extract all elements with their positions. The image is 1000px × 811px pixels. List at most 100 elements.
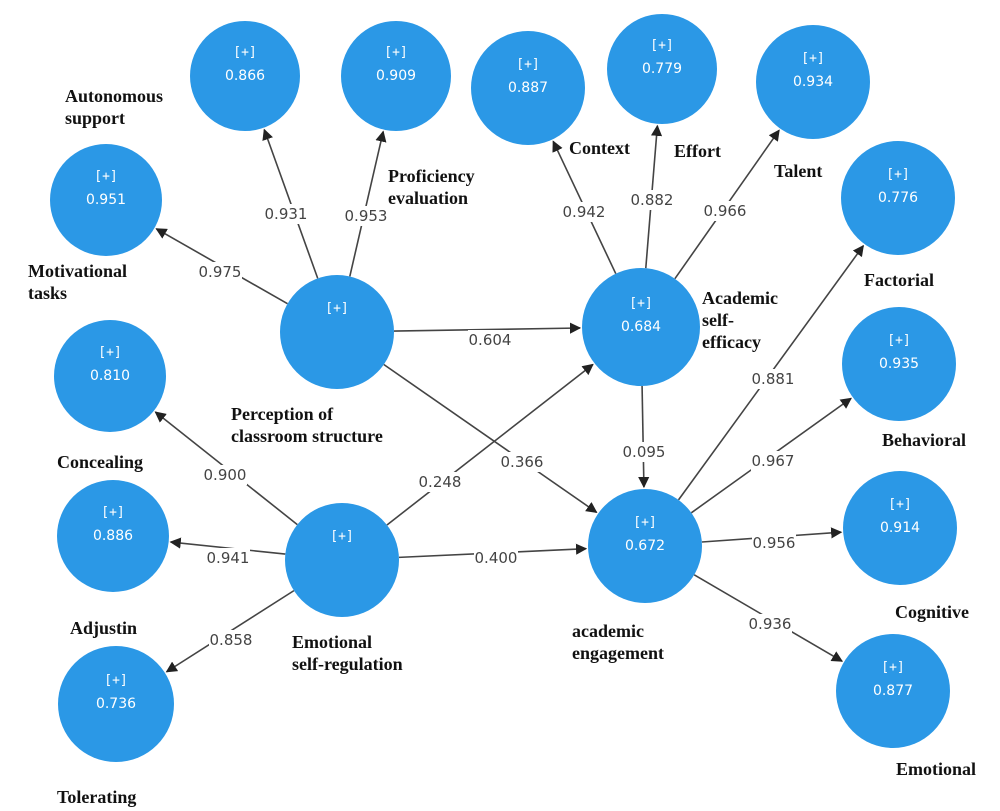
- node-circle-cognitive[interactable]: [843, 471, 957, 585]
- node-circle-ase[interactable]: [582, 268, 700, 386]
- node-label-behavioral: Behavioral: [882, 430, 966, 450]
- edge-weight-bg: [562, 202, 606, 222]
- edge-weight-pcs-motivational: 0.975: [199, 263, 242, 281]
- node-tolerating[interactable]: [+]0.736: [58, 646, 174, 762]
- node-label-line: tasks: [28, 283, 67, 303]
- edge-pcs-proficiency: 0.953: [344, 130, 388, 277]
- expand-icon[interactable]: [+]: [887, 333, 910, 348]
- expand-icon[interactable]: [+]: [801, 51, 824, 66]
- edge-weight-ase-context: 0.942: [563, 203, 606, 221]
- node-circle-ae[interactable]: [588, 489, 702, 603]
- node-talent[interactable]: [+]0.934: [756, 25, 870, 139]
- expand-icon[interactable]: [+]: [886, 167, 909, 182]
- node-ae[interactable]: [+]0.672: [588, 489, 702, 603]
- node-label-line: academic: [572, 621, 644, 641]
- node-label-line: Cognitive: [895, 602, 969, 622]
- node-label-line: Motivational: [28, 261, 127, 281]
- node-label-line: self-regulation: [292, 654, 403, 674]
- node-pcs[interactable]: [+]: [280, 275, 394, 389]
- node-circle-adjustin[interactable]: [57, 480, 169, 592]
- node-circle-autonomous[interactable]: [190, 21, 300, 131]
- node-circle-context[interactable]: [471, 31, 585, 145]
- expand-icon[interactable]: [+]: [650, 38, 673, 53]
- edge-weight-bg: [468, 330, 512, 350]
- node-circle-motivational[interactable]: [50, 144, 162, 256]
- node-proficiency[interactable]: [+]0.909: [341, 21, 451, 131]
- node-label-talent: Talent: [774, 161, 822, 181]
- expand-icon[interactable]: [+]: [888, 497, 911, 512]
- edge-weight-bg: [209, 630, 253, 650]
- edge-pcs-motivational: 0.975: [155, 228, 288, 305]
- expand-icon[interactable]: [+]: [330, 529, 353, 544]
- node-circle-factorial[interactable]: [841, 141, 955, 255]
- node-value-behavioral: 0.935: [879, 356, 919, 372]
- node-factorial[interactable]: [+]0.776: [841, 141, 955, 255]
- node-circle-proficiency[interactable]: [341, 21, 451, 131]
- node-circle-concealing[interactable]: [54, 320, 166, 432]
- node-autonomous[interactable]: [+]0.866: [190, 21, 300, 131]
- node-circle-talent[interactable]: [756, 25, 870, 139]
- node-label-line: Perception of: [231, 404, 334, 424]
- node-circle-tolerating[interactable]: [58, 646, 174, 762]
- node-circle-pcs[interactable]: [280, 275, 394, 389]
- node-value-effort: 0.779: [642, 61, 682, 77]
- edge-esr-adjustin: 0.941: [169, 537, 286, 568]
- node-value-ase: 0.684: [621, 319, 661, 335]
- edge-weight-bg: [748, 614, 792, 634]
- nodes-layer: [+]0.866[+]0.909[+]0.887[+]0.779[+]0.934…: [50, 14, 957, 762]
- edge-weight-bg: [203, 465, 247, 485]
- expand-icon[interactable]: [+]: [325, 301, 348, 316]
- expand-icon[interactable]: [+]: [633, 515, 656, 530]
- edge-esr-concealing: 0.900: [154, 411, 298, 526]
- node-label-line: classroom structure: [231, 426, 383, 446]
- node-context[interactable]: [+]0.887: [471, 31, 585, 145]
- node-label-line: Effort: [674, 141, 721, 161]
- edge-line-pcs-ae: [383, 363, 598, 513]
- node-label-context: Context: [569, 138, 630, 158]
- node-emotional[interactable]: [+]0.877: [836, 634, 950, 748]
- expand-icon[interactable]: [+]: [384, 45, 407, 60]
- node-label-line: Emotional: [292, 632, 372, 652]
- edge-line-pcs-proficiency: [349, 130, 387, 277]
- edge-weight-bg: [206, 548, 250, 568]
- expand-icon[interactable]: [+]: [629, 296, 652, 311]
- node-label-line: Talent: [774, 161, 822, 181]
- expand-icon[interactable]: [+]: [104, 673, 127, 688]
- edge-weight-bg: [474, 548, 518, 568]
- node-label-line: self-: [702, 310, 734, 330]
- edge-ase-context: 0.942: [552, 140, 617, 275]
- node-value-cognitive: 0.914: [880, 520, 920, 536]
- edge-ase-ae: 0.095: [622, 385, 666, 489]
- expand-icon[interactable]: [+]: [233, 45, 256, 60]
- node-label-line: Context: [569, 138, 630, 158]
- node-motivational[interactable]: [+]0.951: [50, 144, 162, 256]
- edge-weight-esr-tolerating: 0.858: [210, 631, 253, 649]
- node-label-line: Factorial: [864, 270, 934, 290]
- expand-icon[interactable]: [+]: [516, 57, 539, 72]
- node-concealing[interactable]: [+]0.810: [54, 320, 166, 432]
- node-circle-esr[interactable]: [285, 503, 399, 617]
- edge-ae-emotional: 0.936: [693, 574, 844, 662]
- edge-weight-bg: [751, 451, 795, 471]
- edge-weight-bg: [500, 452, 544, 472]
- node-label-line: support: [65, 108, 125, 128]
- node-behavioral[interactable]: [+] 0.935: [842, 307, 956, 421]
- node-circle-emotional[interactable]: [836, 634, 950, 748]
- node-effort[interactable]: [+] 0.779: [607, 14, 717, 124]
- node-label-line: Concealing: [57, 452, 143, 472]
- node-ase[interactable]: [+] 0.684: [582, 268, 700, 386]
- node-label-line: Adjustin: [70, 618, 137, 638]
- node-circle-effort[interactable]: [607, 14, 717, 124]
- expand-icon[interactable]: [+]: [94, 169, 117, 184]
- node-adjustin[interactable]: [+]0.886: [57, 480, 169, 592]
- expand-icon[interactable]: [+]: [881, 660, 904, 675]
- expand-icon[interactable]: [+]: [101, 505, 124, 520]
- node-cognitive[interactable]: [+] 0.914: [843, 471, 957, 585]
- node-label-cognitive: Cognitive: [895, 602, 969, 622]
- expand-icon[interactable]: [+]: [98, 345, 121, 360]
- node-esr[interactable]: [+]: [285, 503, 399, 617]
- node-circle-behavioral[interactable]: [842, 307, 956, 421]
- node-label-concealing: Concealing: [57, 452, 143, 472]
